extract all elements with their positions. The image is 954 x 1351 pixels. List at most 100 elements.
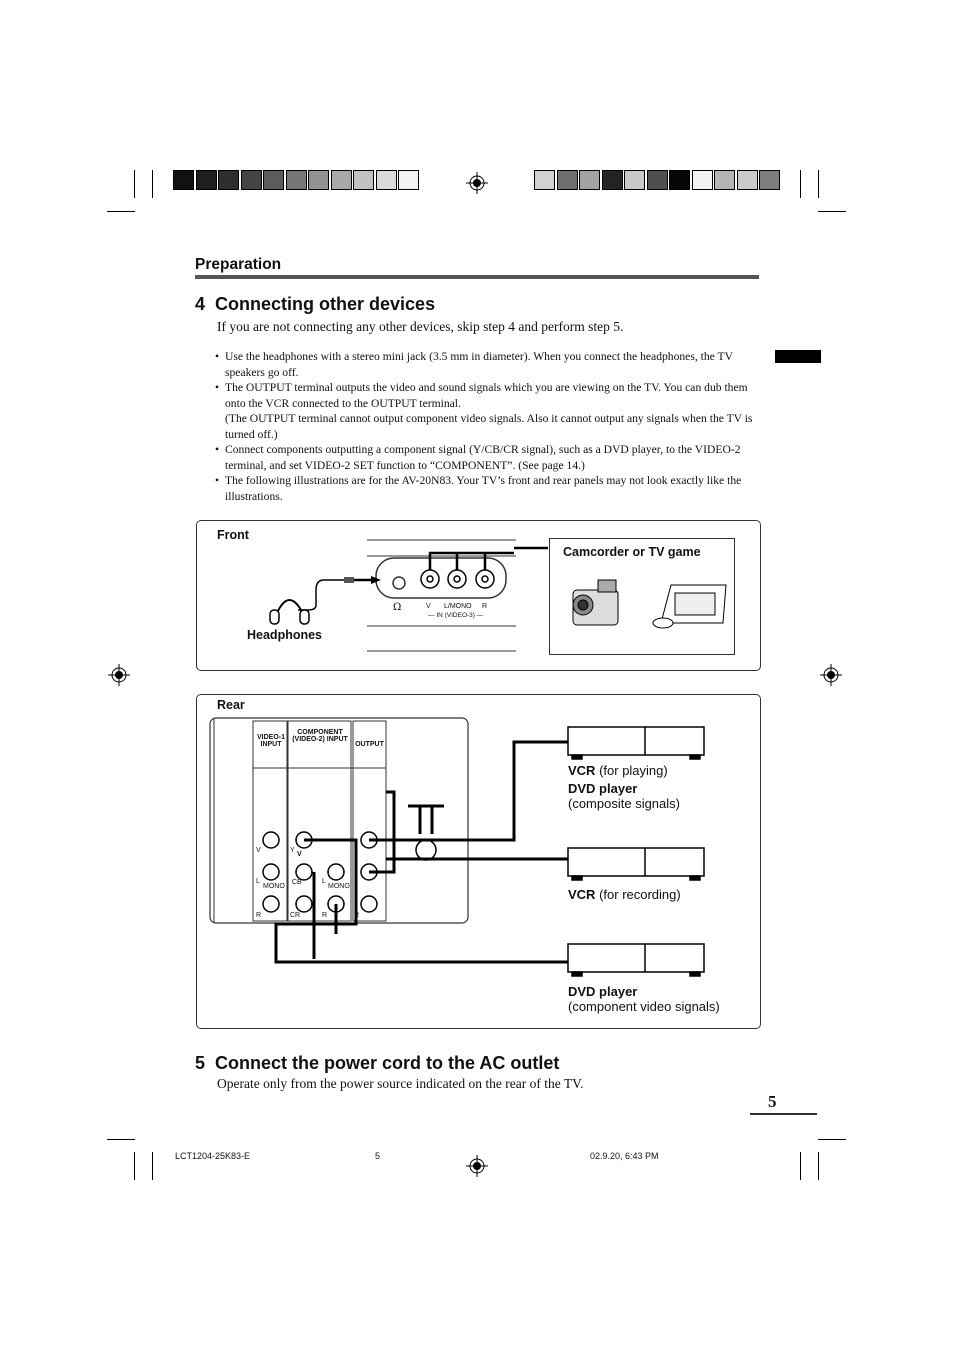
step4-notes: Use the headphones with a stereo mini ja… [215,349,755,504]
color-swatch [646,170,668,190]
note-output-detail: (The OUTPUT terminal cannot output compo… [225,412,753,441]
color-swatch [195,170,217,190]
color-swatch [691,170,713,190]
rear-jack-l2: L [322,878,326,885]
terminal-component: COMPONENT (VIDEO-2) INPUT [292,729,348,743]
crop-mark [134,170,135,198]
rear-jack-r: R [256,912,262,919]
step5-text: Operate only from the power source indic… [217,1076,584,1091]
crop-mark [818,1139,846,1140]
rear-jack-l: L [256,878,260,885]
device-vcr-playing-detail: (for playing) [599,763,668,778]
color-swatch [330,170,352,190]
crop-mark [107,211,135,212]
registration-mark-icon [820,664,842,686]
rear-jack-cr: CR [290,912,301,919]
device-dvd-composite-detail: (composite signals) [568,796,680,811]
color-swatch [218,170,239,190]
crop-mark [818,170,819,198]
color-swatch [240,170,262,190]
rear-jack-r3: R [354,912,360,919]
device-vcr-playing-name: VCR [568,763,596,778]
front-jack-lmono: L/MONO [444,603,472,610]
color-swatch [736,170,758,190]
note-component: Connect components outputting a componen… [215,442,755,473]
front-input-caption: — IN (VIDEO-3) — [428,612,484,619]
device-dvd-composite-name: DVD player [568,781,638,796]
step5-number: 5 [195,1053,206,1073]
device-vcr-playing: VCR (for playing) [568,763,668,778]
rear-jack-v: V [256,847,261,854]
color-swatch [624,170,645,190]
section-label: Preparation [195,256,282,273]
rear-jack-v2: V [297,851,302,858]
color-swatch [669,170,690,190]
color-swatch [601,170,623,190]
page-number: 5 [768,1092,777,1111]
device-dvd-component-name: DVD player [568,984,638,999]
step4-title: Connecting other devices [215,294,436,314]
color-swatch [579,170,600,190]
front-jack-v: V [426,603,431,610]
crop-mark [800,170,801,198]
color-swatch [714,170,735,190]
step4-heading: 4 Connecting other devices [195,294,435,315]
registration-mark-icon [108,664,130,686]
footer-file: LCT1204-25K83-E [175,1151,251,1161]
front-jack-r: R [482,603,488,610]
rear-jack-cb: CB [292,879,302,886]
rear-jack-mono: MONO [263,883,285,890]
camcorder-label: Camcorder or TV game [563,545,701,559]
rear-jack-mono2: MONO [328,883,350,890]
color-swatch [534,170,555,190]
step4-number: 4 [195,294,206,314]
color-swatch [759,170,780,190]
front-label: Front [217,528,249,542]
color-swatch [556,170,578,190]
note-headphones: Use the headphones with a stereo mini ja… [215,349,755,380]
terminal-output: OUTPUT [355,741,384,748]
rear-label: Rear [217,698,245,712]
color-swatch [398,170,419,190]
camcorder-box [549,538,735,655]
front-diagram [196,520,761,671]
side-tab-marker [775,350,821,363]
registration-mark-icon [466,1155,488,1177]
color-swatch [308,170,329,190]
front-input-caption-text: IN (VIDEO-3) [436,612,475,619]
rear-panel-illustration [209,717,705,977]
step5-heading: 5 Connect the power cord to the AC outle… [195,1053,559,1074]
note-output: The OUTPUT terminal outputs the video an… [215,380,755,411]
crop-mark [152,170,153,198]
rear-diagram [196,694,761,1029]
crop-mark [152,1152,153,1180]
color-swatch [263,170,284,190]
headphone-jack-icon: Ω [393,602,402,613]
registration-mark-icon [466,172,488,194]
step4-intro: If you are not connecting any other devi… [217,319,624,334]
crop-mark [800,1152,801,1180]
page-number-rule [750,1113,817,1115]
section-rule [195,275,759,279]
terminal-video1: VIDEO-1 INPUT [256,734,285,748]
device-vcr-recording-detail: (for recording) [599,887,681,902]
color-swatch [285,170,307,190]
footer-page: 5 [375,1151,381,1161]
front-panel-illustration [269,539,727,652]
headphones-label: Headphones [247,628,323,642]
crop-mark [134,1152,135,1180]
device-vcr-recording: VCR (for recording) [568,887,681,902]
note-illustrations: The following illustrations are for the … [215,473,755,504]
rear-jack-y: Y [290,847,295,854]
step5-title: Connect the power cord to the AC outlet [215,1053,560,1073]
rear-jack-r2: R [322,912,328,919]
crop-mark [818,1152,819,1180]
device-dvd-component-detail: (component video signals) [568,999,720,1014]
crop-mark [107,1139,135,1140]
footer-date: 02.9.20, 6:43 PM [590,1151,659,1161]
color-swatch [173,170,194,190]
color-swatch [375,170,397,190]
crop-mark [818,211,846,212]
color-swatch [353,170,374,190]
device-vcr-recording-name: VCR [568,887,596,902]
